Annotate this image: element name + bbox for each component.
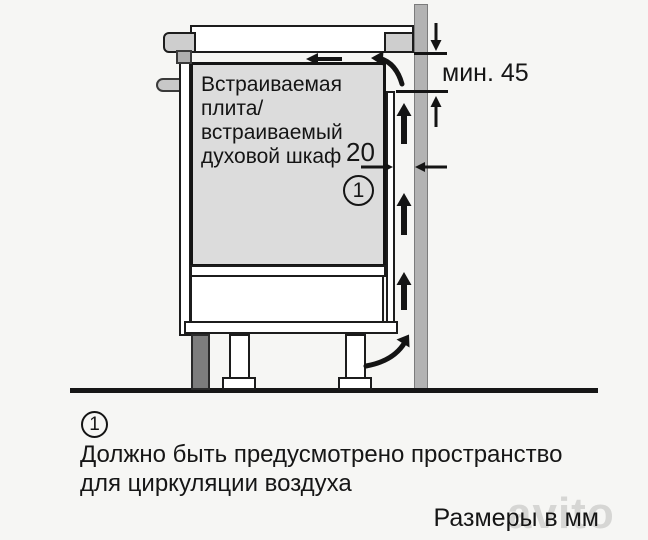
footer-note-line: для циркуляции воздуха <box>80 470 352 497</box>
side-panel-joint <box>176 50 192 64</box>
floor-line <box>70 388 598 393</box>
dim-up-arrow <box>430 96 442 127</box>
footer-note-badge: 1 <box>81 411 108 438</box>
cabinet-rear-panel <box>386 91 395 323</box>
cabinet-leg-right <box>345 334 366 379</box>
airflow-curve-bottom-arrowhead <box>396 334 410 348</box>
gap-dim-label: 20 <box>346 137 375 167</box>
appliance-label-line: плита/ <box>201 97 264 120</box>
appliance-label-line: духовой шкаф <box>201 145 342 168</box>
worktop-right-cap <box>384 32 414 53</box>
wall-panel <box>414 4 428 390</box>
dim-tick-upper <box>414 52 447 55</box>
cabinet-bottom-board <box>184 321 398 334</box>
dim-tick-lower <box>396 90 448 93</box>
avito-watermark: avito <box>507 489 615 538</box>
cabinet-foot-left <box>222 377 256 390</box>
cabinet-foot-right <box>338 377 372 390</box>
appliance-label-line: встраиваемый <box>201 121 343 144</box>
airflow-up-arrow <box>396 193 412 235</box>
airflow-curve-bottom-arrow <box>363 339 408 369</box>
cabinet-leg-left <box>229 334 250 379</box>
plinth-panel <box>191 334 210 390</box>
footer-note-line: Должно быть предусмотрено пространство <box>80 441 563 468</box>
appliance-label-line: Встраиваемая <box>201 73 342 96</box>
airflow-up-arrow <box>396 272 412 310</box>
callout-1-badge: 1 <box>343 175 374 206</box>
dim-down-arrow <box>430 23 442 51</box>
drawer-front <box>190 275 384 323</box>
units-label: Размеры в мм <box>433 504 599 532</box>
worktop-slab <box>190 25 414 53</box>
airflow-up-arrow <box>396 103 412 144</box>
min-clearance-label: мин. 45 <box>442 59 529 87</box>
